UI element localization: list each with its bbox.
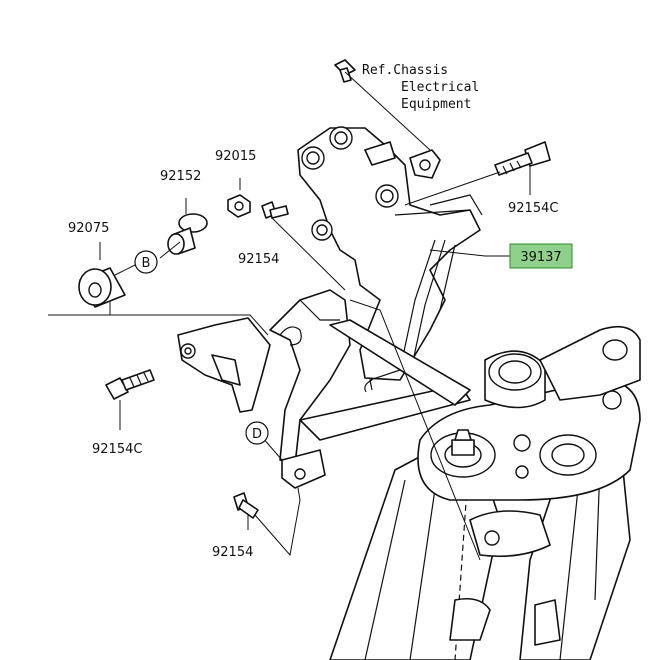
part-number-39137: 39137 bbox=[520, 250, 561, 265]
bolt-92154c-left bbox=[105, 369, 155, 400]
part-number-92154-top: 92154 bbox=[238, 252, 279, 267]
svg-text:B: B bbox=[142, 256, 151, 271]
front-fork-assembly bbox=[329, 325, 641, 660]
bolt-92154-bottom bbox=[233, 492, 259, 519]
part-number-92075: 92075 bbox=[68, 221, 109, 236]
ref-line-3: Equipment bbox=[401, 97, 471, 112]
part-number-92015: 92015 bbox=[215, 149, 256, 164]
svg-text:D: D bbox=[252, 427, 262, 442]
headlight-stay-bracket bbox=[177, 126, 483, 489]
callout-d: D bbox=[245, 421, 269, 445]
ref-line-1: Ref.Chassis bbox=[362, 63, 448, 78]
part-number-92154-bottom: 92154 bbox=[212, 545, 253, 560]
bolt-92154-top bbox=[261, 201, 289, 219]
part-39137-highlight: 39137 bbox=[509, 243, 573, 269]
leader-lines bbox=[48, 71, 531, 561]
part-number-92154c-top: 92154C bbox=[508, 201, 558, 216]
callout-b: B bbox=[134, 250, 158, 274]
nut-92015 bbox=[227, 194, 251, 218]
bolt-92154c-top bbox=[494, 141, 551, 176]
collar-92152 bbox=[167, 213, 208, 255]
ref-chassis-screw bbox=[334, 59, 356, 83]
damper-92075 bbox=[78, 267, 126, 308]
ref-line-2: Electrical bbox=[401, 80, 479, 95]
part-number-92154c-left: 92154C bbox=[92, 442, 142, 457]
part-number-92152: 92152 bbox=[160, 169, 201, 184]
